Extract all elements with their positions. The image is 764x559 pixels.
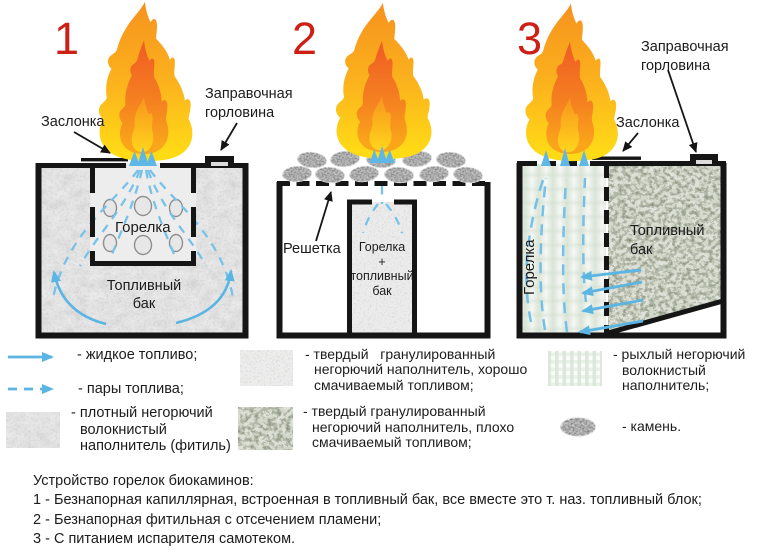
callout-arrows — [73, 69, 698, 242]
burner3-damper-arrow — [622, 132, 639, 152]
burner3-neck-label: Заправочная горловина — [641, 39, 729, 74]
legend-label-loose-fibrous: - рыхлый негорючий волокнистый наполните… — [613, 346, 746, 394]
diagram3-number: 3 — [517, 13, 543, 64]
legend-swatch-granular-nonwettable — [238, 407, 293, 450]
burner1-damper-arrow — [73, 131, 111, 154]
burner1-flame — [98, 1, 193, 162]
legend-label-granular-wettable: - твердый гранулированный негорючий напо… — [305, 345, 528, 393]
legend-label-stone: - камень. — [622, 418, 682, 434]
diagram1-number: 1 — [54, 13, 80, 64]
burner1-neck-arrow — [220, 122, 238, 151]
burner3-fuel-arrows — [578, 268, 644, 336]
legend-swatch-stone — [561, 418, 596, 436]
footer-line-3: 3 - С питанием испарителя самотеком. — [33, 530, 296, 547]
burner3-tank-fill — [608, 164, 723, 334]
burner1-damper-label: Заслонка — [41, 114, 105, 130]
burner3-filler-neck — [690, 154, 718, 164]
footer-line-1: 1 - Безнапорная капиллярная, встроенная … — [33, 492, 702, 508]
burner1-burner-label: Горелка — [115, 219, 171, 236]
legend-swatch-loose-fibrous — [548, 351, 602, 386]
legend-label-granular-nonwettable: - твердый гранулированный негорючий напо… — [303, 403, 515, 451]
burner3-damper-plate — [592, 156, 641, 160]
legend-swatch-granular-wettable — [240, 350, 293, 386]
burner1-tank-label: Топливный бак — [106, 278, 182, 312]
burner2-vapor-rays — [361, 186, 404, 234]
burner2-flame — [335, 2, 432, 160]
burner3-damper-label: Заслонка — [616, 115, 680, 131]
burner1-neck-label: Заправочная горловина — [205, 86, 293, 121]
burner2-group — [276, 2, 491, 339]
footer-title: Устройство горелок биокаминов: — [33, 472, 254, 489]
legend-label-fuel-vapors: - пары топлива; — [78, 381, 184, 397]
burner3-jets — [541, 148, 589, 166]
burner2-walls — [276, 181, 491, 339]
burner1-group — [35, 1, 249, 339]
legend-label-liquid-fuel: - жидкое топливо; — [77, 347, 198, 363]
burner2-column-label: Горелка + топливный бак — [350, 240, 414, 298]
diagram2-number: 2 — [292, 13, 318, 64]
burner2-grate-label: Решетка — [283, 241, 341, 257]
burner1-damper-plate — [81, 158, 128, 162]
burner2-column-fill — [351, 202, 413, 334]
burner2-grate-arrow — [315, 191, 333, 242]
footer-line-2: 2 - Безнапорная фитильная с отсечением п… — [33, 511, 382, 528]
burner1-fuel-arrows — [51, 269, 235, 326]
legend-graphics — [6, 350, 602, 450]
burner3-vapor-rays — [525, 177, 588, 333]
burner1-filler-neck — [205, 156, 234, 166]
burner3-group — [516, 3, 727, 339]
burner3-neck-arrow — [667, 69, 698, 153]
legend-swatch-dense-fibrous — [6, 412, 60, 448]
burner3-tank-label: Топливный бак — [630, 223, 705, 258]
burner1-walls — [35, 163, 249, 339]
burner3-burner-label: Горелка — [521, 239, 538, 295]
legend-label-dense-fibrous: - плотный негорючий волокнистый наполнит… — [71, 405, 231, 454]
